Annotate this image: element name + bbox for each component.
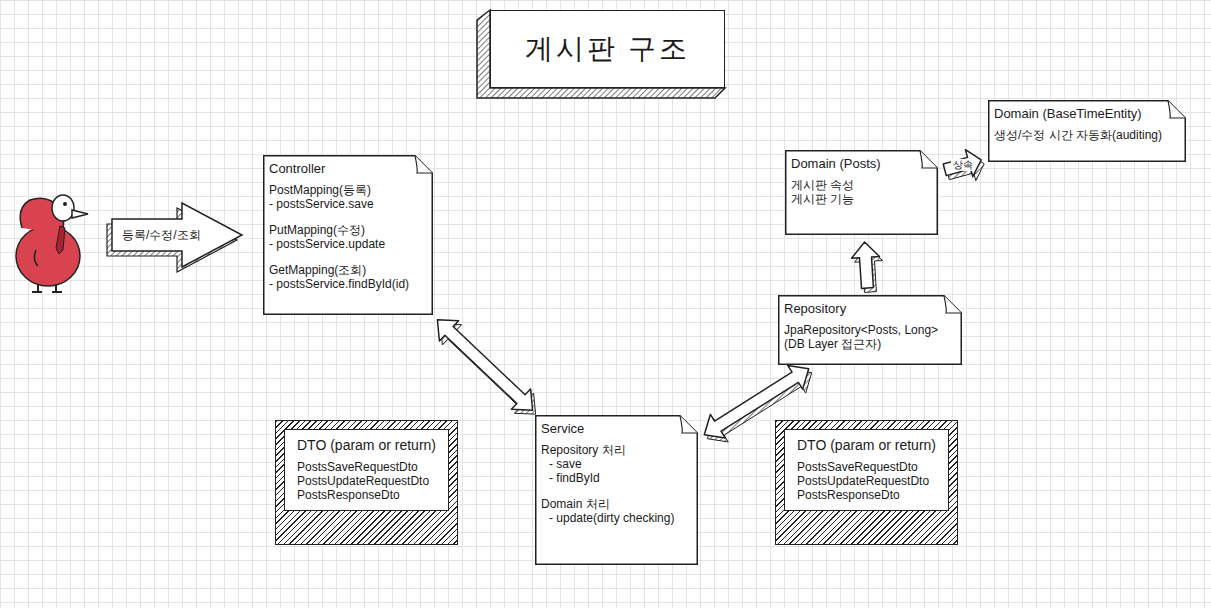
service-note: ServiceRepository 처리- save- findByIdDoma… xyxy=(535,415,698,565)
figure-arm xyxy=(34,250,38,266)
node-text: PostsUpdateRequestDto xyxy=(297,474,436,488)
node-text: - postsService.save xyxy=(269,197,409,211)
node-heading: Domain (BaseTimeEntity) xyxy=(994,106,1162,122)
action-arrow: 등록/수정/조회 xyxy=(112,203,242,267)
domain-note: Domain (Posts) 게시판 속성게시판 기능 xyxy=(785,150,938,235)
dto-frame: DTO (param or return) PostsSaveRequestDto… xyxy=(775,420,958,545)
person-figure xyxy=(16,195,88,292)
node-text: GetMapping(조회) xyxy=(269,263,409,277)
node-heading: Controller xyxy=(269,161,409,177)
arrow-body xyxy=(852,242,880,288)
controller-note: ControllerPostMapping(등록)- postsService.… xyxy=(263,155,433,315)
note-fold xyxy=(1168,101,1185,118)
node-text: PostMapping(등록) xyxy=(269,183,409,197)
arrow-body xyxy=(437,320,532,410)
node-heading: DTO (param or return) xyxy=(297,436,436,454)
node-text: Domain 처리 xyxy=(541,497,674,511)
title-box: 게시판 구조 xyxy=(490,10,725,88)
title-extrusion xyxy=(477,10,725,98)
node-text: PostsUpdateRequestDto xyxy=(797,474,936,488)
node-text: - findById xyxy=(541,471,674,485)
figure-face xyxy=(52,195,74,221)
title-text: 게시판 구조 xyxy=(525,30,691,68)
node-heading: Service xyxy=(541,421,674,437)
arrow-body xyxy=(943,150,981,177)
node-heading: Domain (Posts) xyxy=(791,156,914,172)
node-text: PostsSaveRequestDto xyxy=(797,460,936,474)
block-arrow xyxy=(437,320,535,414)
edge-label: 상속 xyxy=(951,159,975,171)
dto-inner: DTO (param or return) PostsSaveRequestDto… xyxy=(784,429,949,511)
node-text: - postsService.update xyxy=(269,237,409,251)
node-text: (DB Layer 접근자) xyxy=(784,337,938,351)
node-text: JpaRepository<Posts, Long> xyxy=(784,323,938,337)
domain-note: Domain (BaseTimeEntity) 생성/수정 시간 자동화(audi… xyxy=(988,100,1186,162)
node-text: PutMapping(수정) xyxy=(269,223,409,237)
figure-leg xyxy=(55,284,57,292)
figure-foot xyxy=(52,291,62,293)
dto-frame: DTO (param or return) PostsSaveRequestDto… xyxy=(275,420,458,545)
node-text: Repository 처리 xyxy=(541,443,674,457)
figure-body xyxy=(16,226,80,286)
node-text: PostsResponseDto xyxy=(797,488,936,502)
arrow-body xyxy=(112,203,242,267)
figure-foot xyxy=(32,291,42,293)
note-fold xyxy=(920,151,937,168)
block-arrow xyxy=(943,150,984,181)
note-border xyxy=(786,151,938,235)
note-fold xyxy=(415,156,432,173)
node-heading: 등록/수정/조회 xyxy=(122,228,201,242)
note-fold xyxy=(680,416,697,433)
node-heading: DTO (param or return) xyxy=(797,436,936,454)
note-outline xyxy=(535,415,698,565)
node-heading: Repository xyxy=(784,301,938,317)
figure-beak xyxy=(72,210,88,218)
block-arrow xyxy=(852,242,883,292)
repository-note: RepositoryJpaRepository<Posts, Long>(DB … xyxy=(778,295,962,365)
note-border xyxy=(536,416,698,565)
note-border xyxy=(989,101,1186,162)
node-text: PostsSaveRequestDto xyxy=(297,460,436,474)
node-text: 게시판 속성 xyxy=(791,178,914,192)
note-fold xyxy=(944,296,961,313)
node-text: PostsResponseDto xyxy=(297,488,436,502)
node-text: 게시판 기능 xyxy=(791,192,914,206)
figure-leg xyxy=(37,284,39,292)
node-text: - postsService.findById(id) xyxy=(269,277,409,291)
note-border xyxy=(264,156,433,315)
node-text: - update(dirty checking) xyxy=(541,511,674,525)
figure-eye xyxy=(63,202,67,206)
dto-inner: DTO (param or return) PostsSaveRequestDto… xyxy=(284,429,449,511)
node-text: - save xyxy=(541,457,674,471)
node-text: 생성/수정 시간 자동화(auditing) xyxy=(994,128,1162,142)
figure-tie xyxy=(56,226,65,254)
note-border xyxy=(779,296,962,365)
